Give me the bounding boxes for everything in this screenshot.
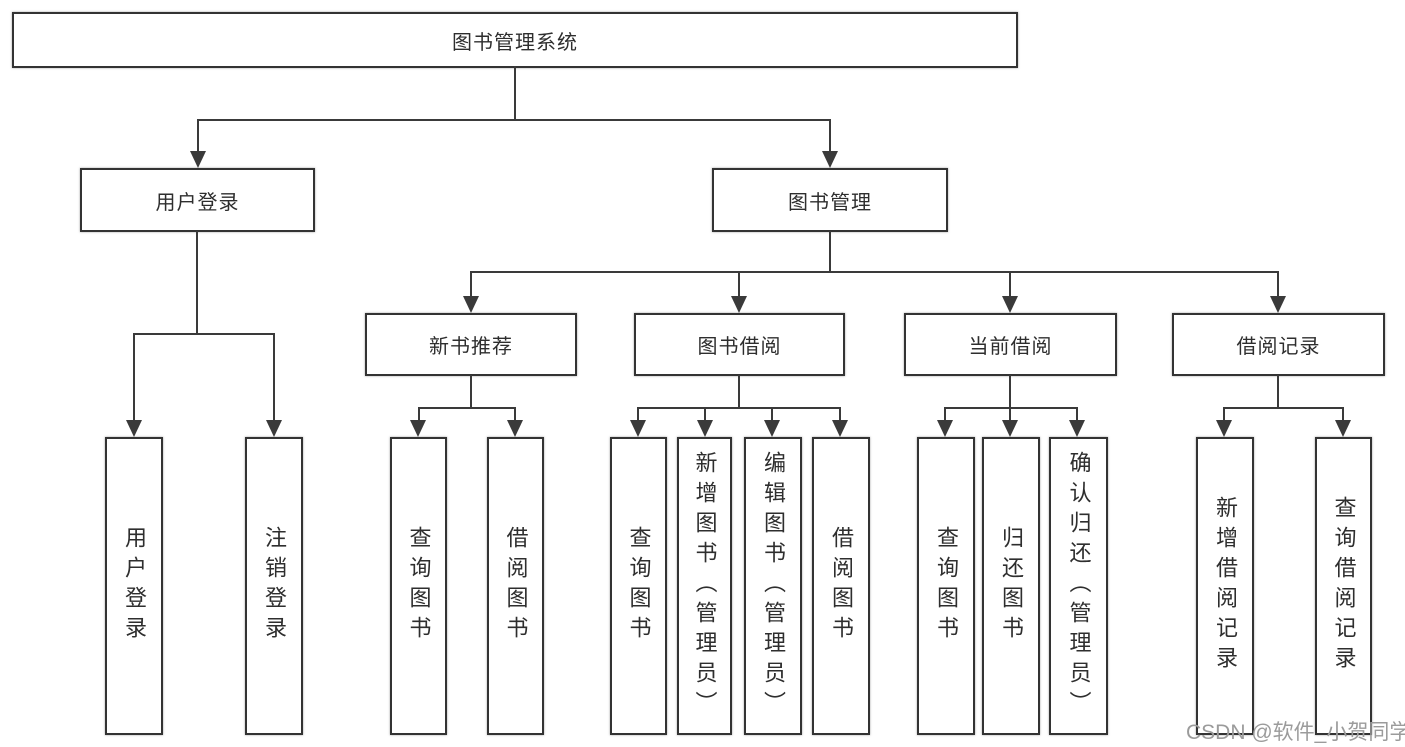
connector-root-rail (197, 119, 831, 121)
connector-new-books-stem (470, 375, 472, 409)
connector-drop-new-books (470, 271, 472, 299)
node-book-management-branch: 图书管理 (712, 168, 948, 232)
connector-drop-leaf (418, 407, 420, 423)
arrow-down-icon (1335, 420, 1351, 437)
leaf-query-books-1: 查询图书 (390, 437, 447, 735)
connector-drop-leaf (637, 407, 639, 423)
arrow-down-icon (1216, 420, 1232, 437)
arrow-down-icon (266, 420, 282, 437)
connector-current-borrowing-rail (945, 407, 1078, 409)
arrow-down-icon (731, 296, 747, 313)
arrow-down-icon (822, 151, 838, 168)
connector-drop-leaf (514, 407, 516, 423)
connector-drop-user-login-leaf (133, 333, 135, 421)
connector-book-management-stem (829, 231, 831, 273)
arrow-down-icon (1002, 420, 1018, 437)
arrow-down-icon (630, 420, 646, 437)
connector-drop-book-borrowing (738, 271, 740, 299)
arrow-down-icon (832, 420, 848, 437)
connector-drop-leaf (1342, 407, 1344, 423)
connector-current-borrowing-stem (1009, 375, 1011, 409)
csdn-watermark: CSDN @软件_小贺同学 (1186, 721, 1405, 744)
leaf-edit-books-admin: 编辑图书（管理员） (744, 437, 802, 735)
connector-drop-user-login (197, 119, 199, 157)
leaf-borrow-books-2: 借阅图书 (812, 437, 870, 735)
connector-drop-leaf (1223, 407, 1225, 423)
arrow-down-icon (410, 420, 426, 437)
connector-root-stem (514, 66, 516, 120)
arrow-down-icon (937, 420, 953, 437)
connector-drop-leaf (704, 407, 706, 423)
arrow-down-icon (1069, 420, 1085, 437)
node-borrowing-records: 借阅记录 (1172, 313, 1385, 376)
connector-new-books-rail (418, 407, 516, 409)
node-user-login-branch: 用户登录 (80, 168, 315, 232)
connector-book-management-rail (470, 271, 1279, 273)
node-library-management-system: 图书管理系统 (12, 12, 1018, 68)
leaf-return-books: 归还图书 (982, 437, 1040, 735)
leaf-user-login: 用户登录 (105, 437, 163, 735)
node-current-borrowing: 当前借阅 (904, 313, 1117, 376)
leaf-confirm-return-admin: 确认归还（管理员） (1049, 437, 1108, 735)
arrow-down-icon (1270, 296, 1286, 313)
arrow-down-icon (1002, 296, 1018, 313)
arrow-down-icon (507, 420, 523, 437)
connector-drop-leaf (839, 407, 841, 423)
connector-drop-current-borrowing (1009, 271, 1011, 299)
arrow-down-icon (764, 420, 780, 437)
connector-drop-leaf (771, 407, 773, 423)
leaf-logout: 注销登录 (245, 437, 303, 735)
connector-borrowing-records-stem (1277, 375, 1279, 409)
connector-drop-leaf (944, 407, 946, 423)
arrow-down-icon (190, 151, 206, 168)
connector-drop-leaf (1076, 407, 1078, 423)
connector-drop-leaf (1009, 407, 1011, 423)
connector-user-login-stem (196, 231, 198, 335)
leaf-query-books-3: 查询图书 (917, 437, 975, 735)
node-book-borrowing: 图书借阅 (634, 313, 845, 376)
connector-borrowing-records-rail (1224, 407, 1344, 409)
connector-drop-borrowing-records (1277, 271, 1279, 299)
leaf-add-borrowing-record: 新增借阅记录 (1196, 437, 1254, 735)
connector-user-login-rail (133, 333, 275, 335)
arrow-down-icon (126, 420, 142, 437)
connector-book-borrowing-rail (638, 407, 841, 409)
leaf-query-borrowing-record: 查询借阅记录 (1315, 437, 1372, 735)
arrow-down-icon (463, 296, 479, 313)
connector-book-borrowing-stem (738, 375, 740, 409)
arrow-down-icon (697, 420, 713, 437)
node-new-book-recommendation: 新书推荐 (365, 313, 577, 376)
connector-drop-logout-leaf (273, 333, 275, 421)
connector-drop-book-management (829, 119, 831, 157)
leaf-add-books-admin: 新增图书（管理员） (677, 437, 732, 735)
leaf-borrow-books-1: 借阅图书 (487, 437, 544, 735)
leaf-query-books-2: 查询图书 (610, 437, 667, 735)
